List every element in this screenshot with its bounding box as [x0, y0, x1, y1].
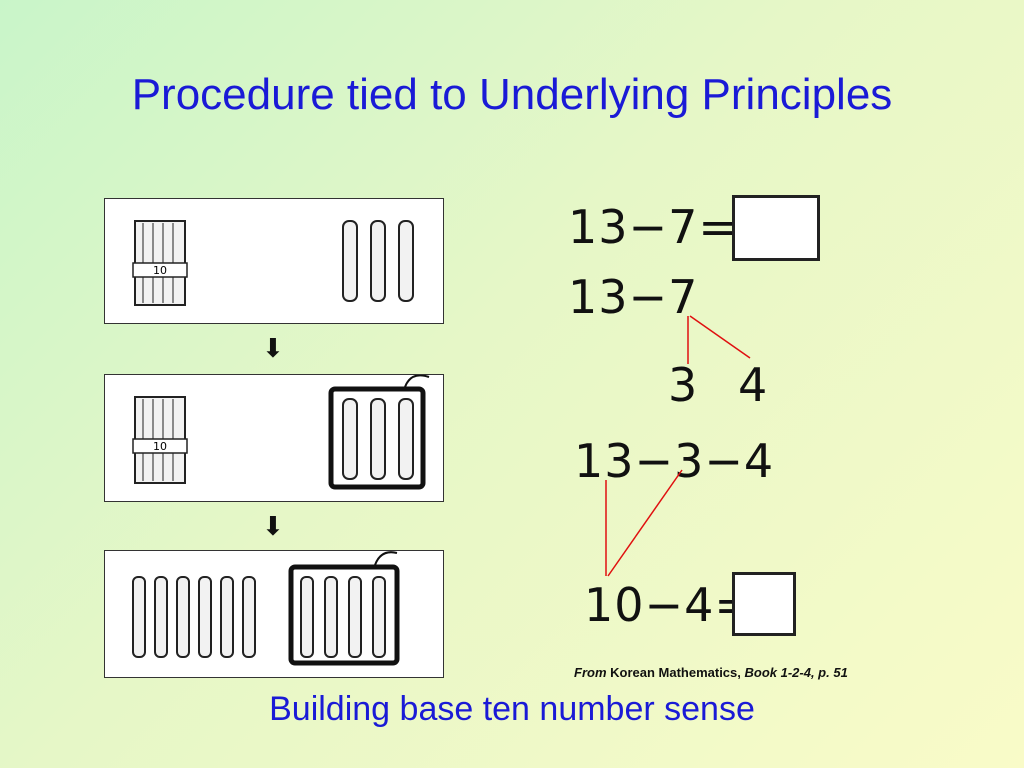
down-arrow-icon: ⬇ [262, 334, 284, 364]
citation-book: Book 1-2-4, p. 51 [744, 665, 848, 680]
panel-2-drawing: 10 [132, 375, 430, 490]
illustration-panel-3 [104, 550, 444, 678]
selection-box [328, 386, 426, 490]
single-sticks [342, 220, 414, 302]
unbundled-sticks [132, 576, 256, 658]
bundle-label: 10 [153, 264, 167, 277]
equation-10-minus-4-equals: 10−4= [584, 578, 754, 632]
curved-arrow-icon [374, 551, 398, 566]
citation-from: From [574, 665, 607, 680]
answer-box-1 [732, 195, 820, 261]
split-line-right [689, 315, 751, 359]
equation-13-minus-7: 13−7 [568, 270, 699, 324]
panel-1-drawing: 10 [132, 220, 414, 306]
illustration-panel-1: 10 [104, 198, 444, 324]
citation-source: Korean Mathematics, [606, 665, 745, 680]
split-value-3: 3 [668, 358, 699, 412]
equation-13-minus-7-equals: 13−7= [568, 200, 738, 254]
removed-sticks [300, 576, 386, 658]
slide-title: Procedure tied to Underlying Principles [131, 70, 893, 119]
ten-bundle [132, 396, 188, 484]
illustration-panel-2: 10 [104, 374, 444, 502]
split-value-4: 4 [738, 358, 769, 412]
selection-box [288, 564, 400, 666]
slide-subtitle: Building base ten number sense [269, 690, 755, 728]
combine-line-right [607, 469, 683, 577]
equation-13-minus-3-minus-4: 13−3−4 [574, 434, 775, 488]
down-arrow-icon: ⬇ [262, 512, 284, 542]
answer-box-2 [732, 572, 796, 636]
bundle-label: 10 [153, 440, 167, 453]
curved-arrow-icon [404, 375, 430, 388]
citation: From Korean Mathematics, Book 1-2-4, p. … [574, 665, 848, 680]
ten-bundle [132, 220, 188, 306]
panel-3-drawing [132, 551, 400, 666]
single-sticks [342, 398, 414, 480]
